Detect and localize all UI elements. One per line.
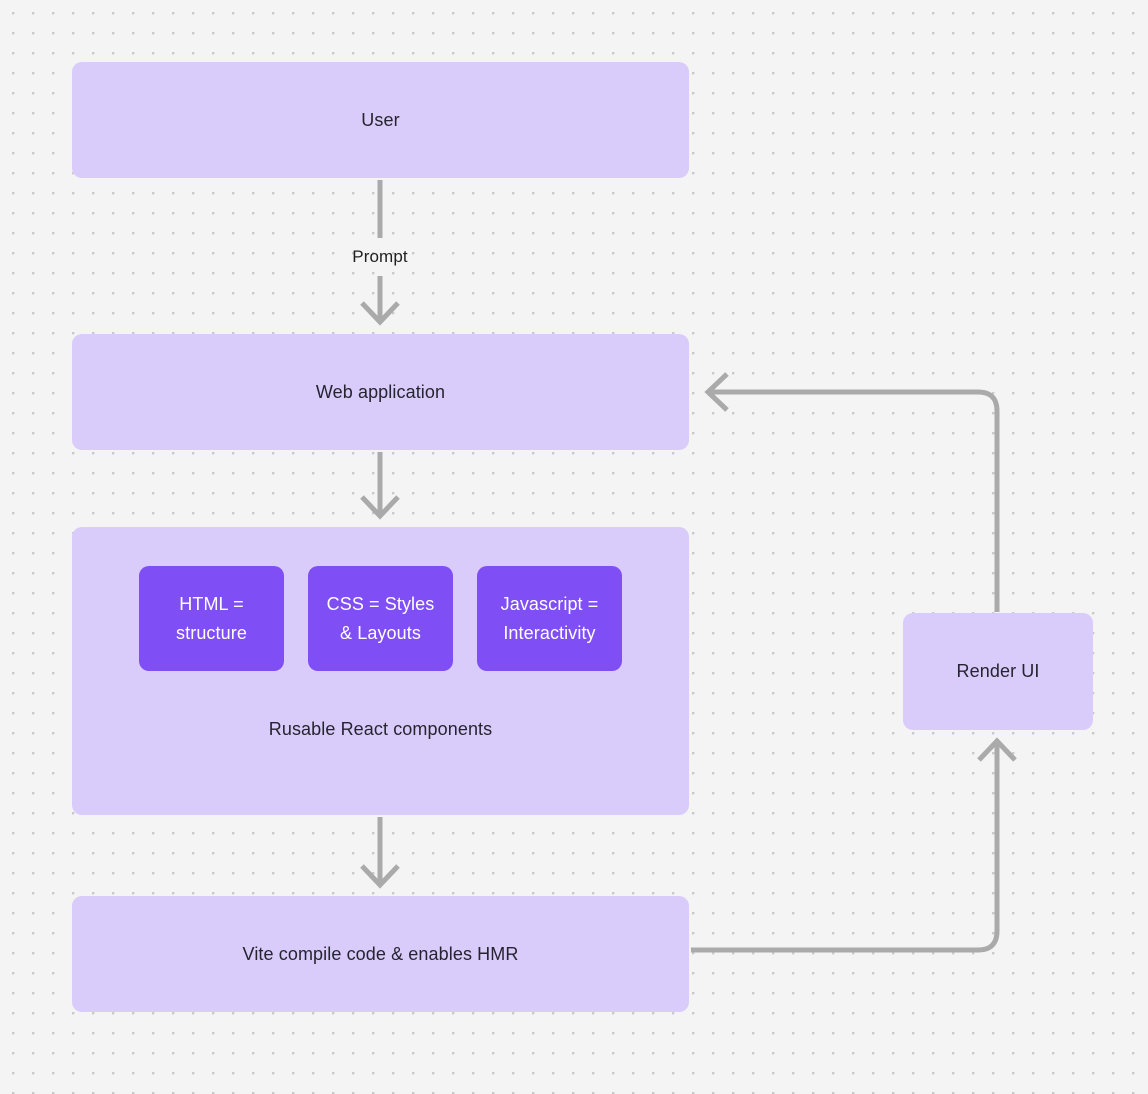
node-vite[interactable]: Vite compile code & enables HMR	[72, 896, 689, 1012]
node-web-application[interactable]: Web application	[72, 334, 689, 450]
sub-node-row: HTML = structure CSS = Styles & Layouts …	[72, 566, 689, 671]
node-render-ui-label: Render UI	[956, 661, 1040, 682]
edge-components-to-vite	[360, 817, 400, 889]
node-render-ui[interactable]: Render UI	[903, 613, 1093, 730]
sub-node-html[interactable]: HTML = structure	[139, 566, 284, 671]
sub-node-html-label: HTML = structure	[176, 593, 247, 643]
sub-node-javascript-label: Javascript = Interactivity	[500, 593, 599, 643]
sub-node-css-label: CSS = Styles & Layouts	[326, 593, 435, 643]
node-web-application-label: Web application	[315, 381, 446, 402]
sub-node-javascript[interactable]: Javascript = Interactivity	[477, 566, 622, 671]
node-user-label: User	[361, 109, 400, 130]
edge-vite-to-render	[691, 737, 1017, 953]
node-reusable-react-components[interactable]: HTML = structure CSS = Styles & Layouts …	[72, 527, 689, 815]
sub-node-css[interactable]: CSS = Styles & Layouts	[308, 566, 453, 671]
node-reusable-react-components-caption: Rusable React components	[268, 719, 493, 739]
edge-render-to-webapp	[704, 372, 1000, 612]
node-user[interactable]: User	[72, 62, 689, 178]
edge-label-prompt: Prompt	[352, 247, 408, 266]
node-vite-label: Vite compile code & enables HMR	[242, 943, 519, 964]
edge-webapp-to-components	[360, 452, 400, 520]
